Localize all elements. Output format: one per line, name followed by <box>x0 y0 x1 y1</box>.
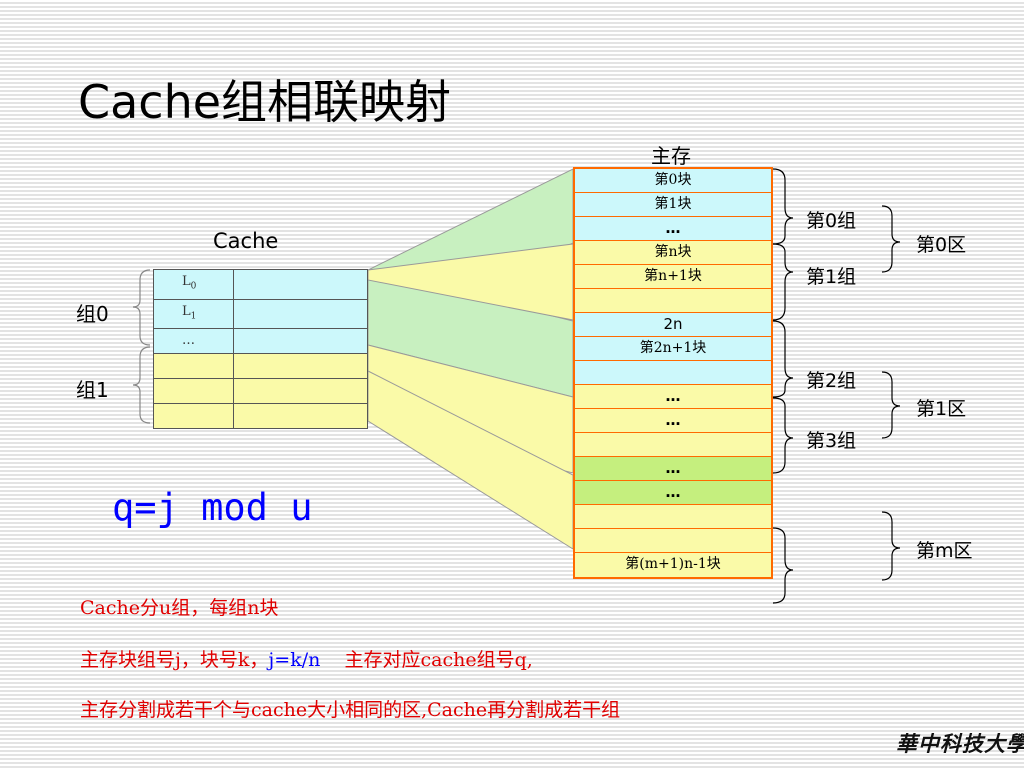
memory-title: 主存 <box>651 144 691 168</box>
brace-zone0 <box>881 205 901 273</box>
note-line-2-part-c: 主存对应cache组号q, <box>320 649 533 671</box>
cache-row: L1 <box>153 298 368 330</box>
note-line-1-text: Cache分u组，每组n块 <box>80 597 279 619</box>
memory-block: … <box>575 217 771 241</box>
cache-line-label <box>153 378 234 405</box>
zone-m-label: 第m区 <box>916 540 973 562</box>
note-line-1: Cache分u组，每组n块 <box>80 593 278 620</box>
memory-block: 第0块 <box>575 169 771 193</box>
memory-block: … <box>575 385 771 409</box>
memory-block <box>575 433 771 457</box>
cache-line-data <box>233 378 368 405</box>
cache-row <box>153 403 368 430</box>
memory-block <box>575 529 771 553</box>
note-line-2-part-a: 主存块组号j，块号k， <box>80 649 269 671</box>
cache-line-data <box>233 269 368 300</box>
slide-title: Cache组相联映射 <box>78 75 452 129</box>
brace-mem-group0 <box>772 168 794 245</box>
cache-group-0-label: 组0 <box>76 302 109 326</box>
cache-row: … <box>153 328 368 355</box>
cache-line-label <box>153 403 234 430</box>
memory-group-2-label: 第2组 <box>806 370 857 392</box>
memory-group-0-label: 第0组 <box>806 210 857 232</box>
brace-zonem <box>881 511 901 581</box>
brace-mem-group3 <box>772 397 794 474</box>
main-memory: 第0块 第1块 … 第n块 第n+1块 2n 第2n+1块 … … … … 第(… <box>573 167 773 579</box>
memory-block <box>575 361 771 385</box>
note-line-2: 主存块组号j，块号k，j=k/n 主存对应cache组号q, <box>80 645 533 672</box>
brace-zone1 <box>881 371 901 439</box>
memory-block: … <box>575 409 771 433</box>
note-line-2-formula: j=k/n <box>268 649 321 671</box>
cache-row <box>153 378 368 405</box>
cache-line-data <box>233 353 368 380</box>
cache-title: Cache <box>213 229 279 253</box>
brace-mem-group1 <box>772 243 794 321</box>
zone-1-label: 第1区 <box>916 398 967 420</box>
note-line-3: 主存分割成若干个与cache大小相同的区,Cache再分割成若干组 <box>80 695 620 722</box>
memory-block: 第1块 <box>575 193 771 217</box>
cache-line-data <box>233 403 368 430</box>
cache-row <box>153 353 368 380</box>
memory-block: … <box>575 481 771 505</box>
memory-group-3-label: 第3组 <box>806 430 857 452</box>
zone-0-label: 第0区 <box>916 234 967 256</box>
memory-block: 2n <box>575 313 771 337</box>
cache-line-data <box>233 328 368 355</box>
mapping-formula: q=j mod u <box>112 486 313 529</box>
cache-line-data <box>233 298 368 330</box>
cache-line-label <box>153 353 234 380</box>
memory-block <box>575 505 771 529</box>
cache-row: L0 <box>153 269 368 300</box>
university-logo: 華中科技大學 <box>896 731 1024 756</box>
brace-group0 <box>132 269 151 346</box>
memory-block: 第n块 <box>575 241 771 265</box>
cache-line-label: L0 <box>153 269 234 300</box>
cache-line-label: … <box>153 328 234 355</box>
note-line-3-text: 主存分割成若干个与cache大小相同的区,Cache再分割成若干组 <box>80 699 621 721</box>
cache-table: L0 L1 … <box>153 269 368 430</box>
memory-block: 第(m+1)n-1块 <box>575 553 771 577</box>
memory-group-1-label: 第1组 <box>806 266 857 288</box>
memory-block: 第2n+1块 <box>575 337 771 361</box>
brace-mem-groupm <box>772 527 794 604</box>
brace-group1 <box>132 346 151 424</box>
brace-mem-group2 <box>772 320 794 398</box>
memory-block: … <box>575 457 771 481</box>
memory-block: 第n+1块 <box>575 265 771 289</box>
cache-line-label: L1 <box>153 298 234 330</box>
cache-group-1-label: 组1 <box>76 378 109 402</box>
memory-block <box>575 289 771 313</box>
